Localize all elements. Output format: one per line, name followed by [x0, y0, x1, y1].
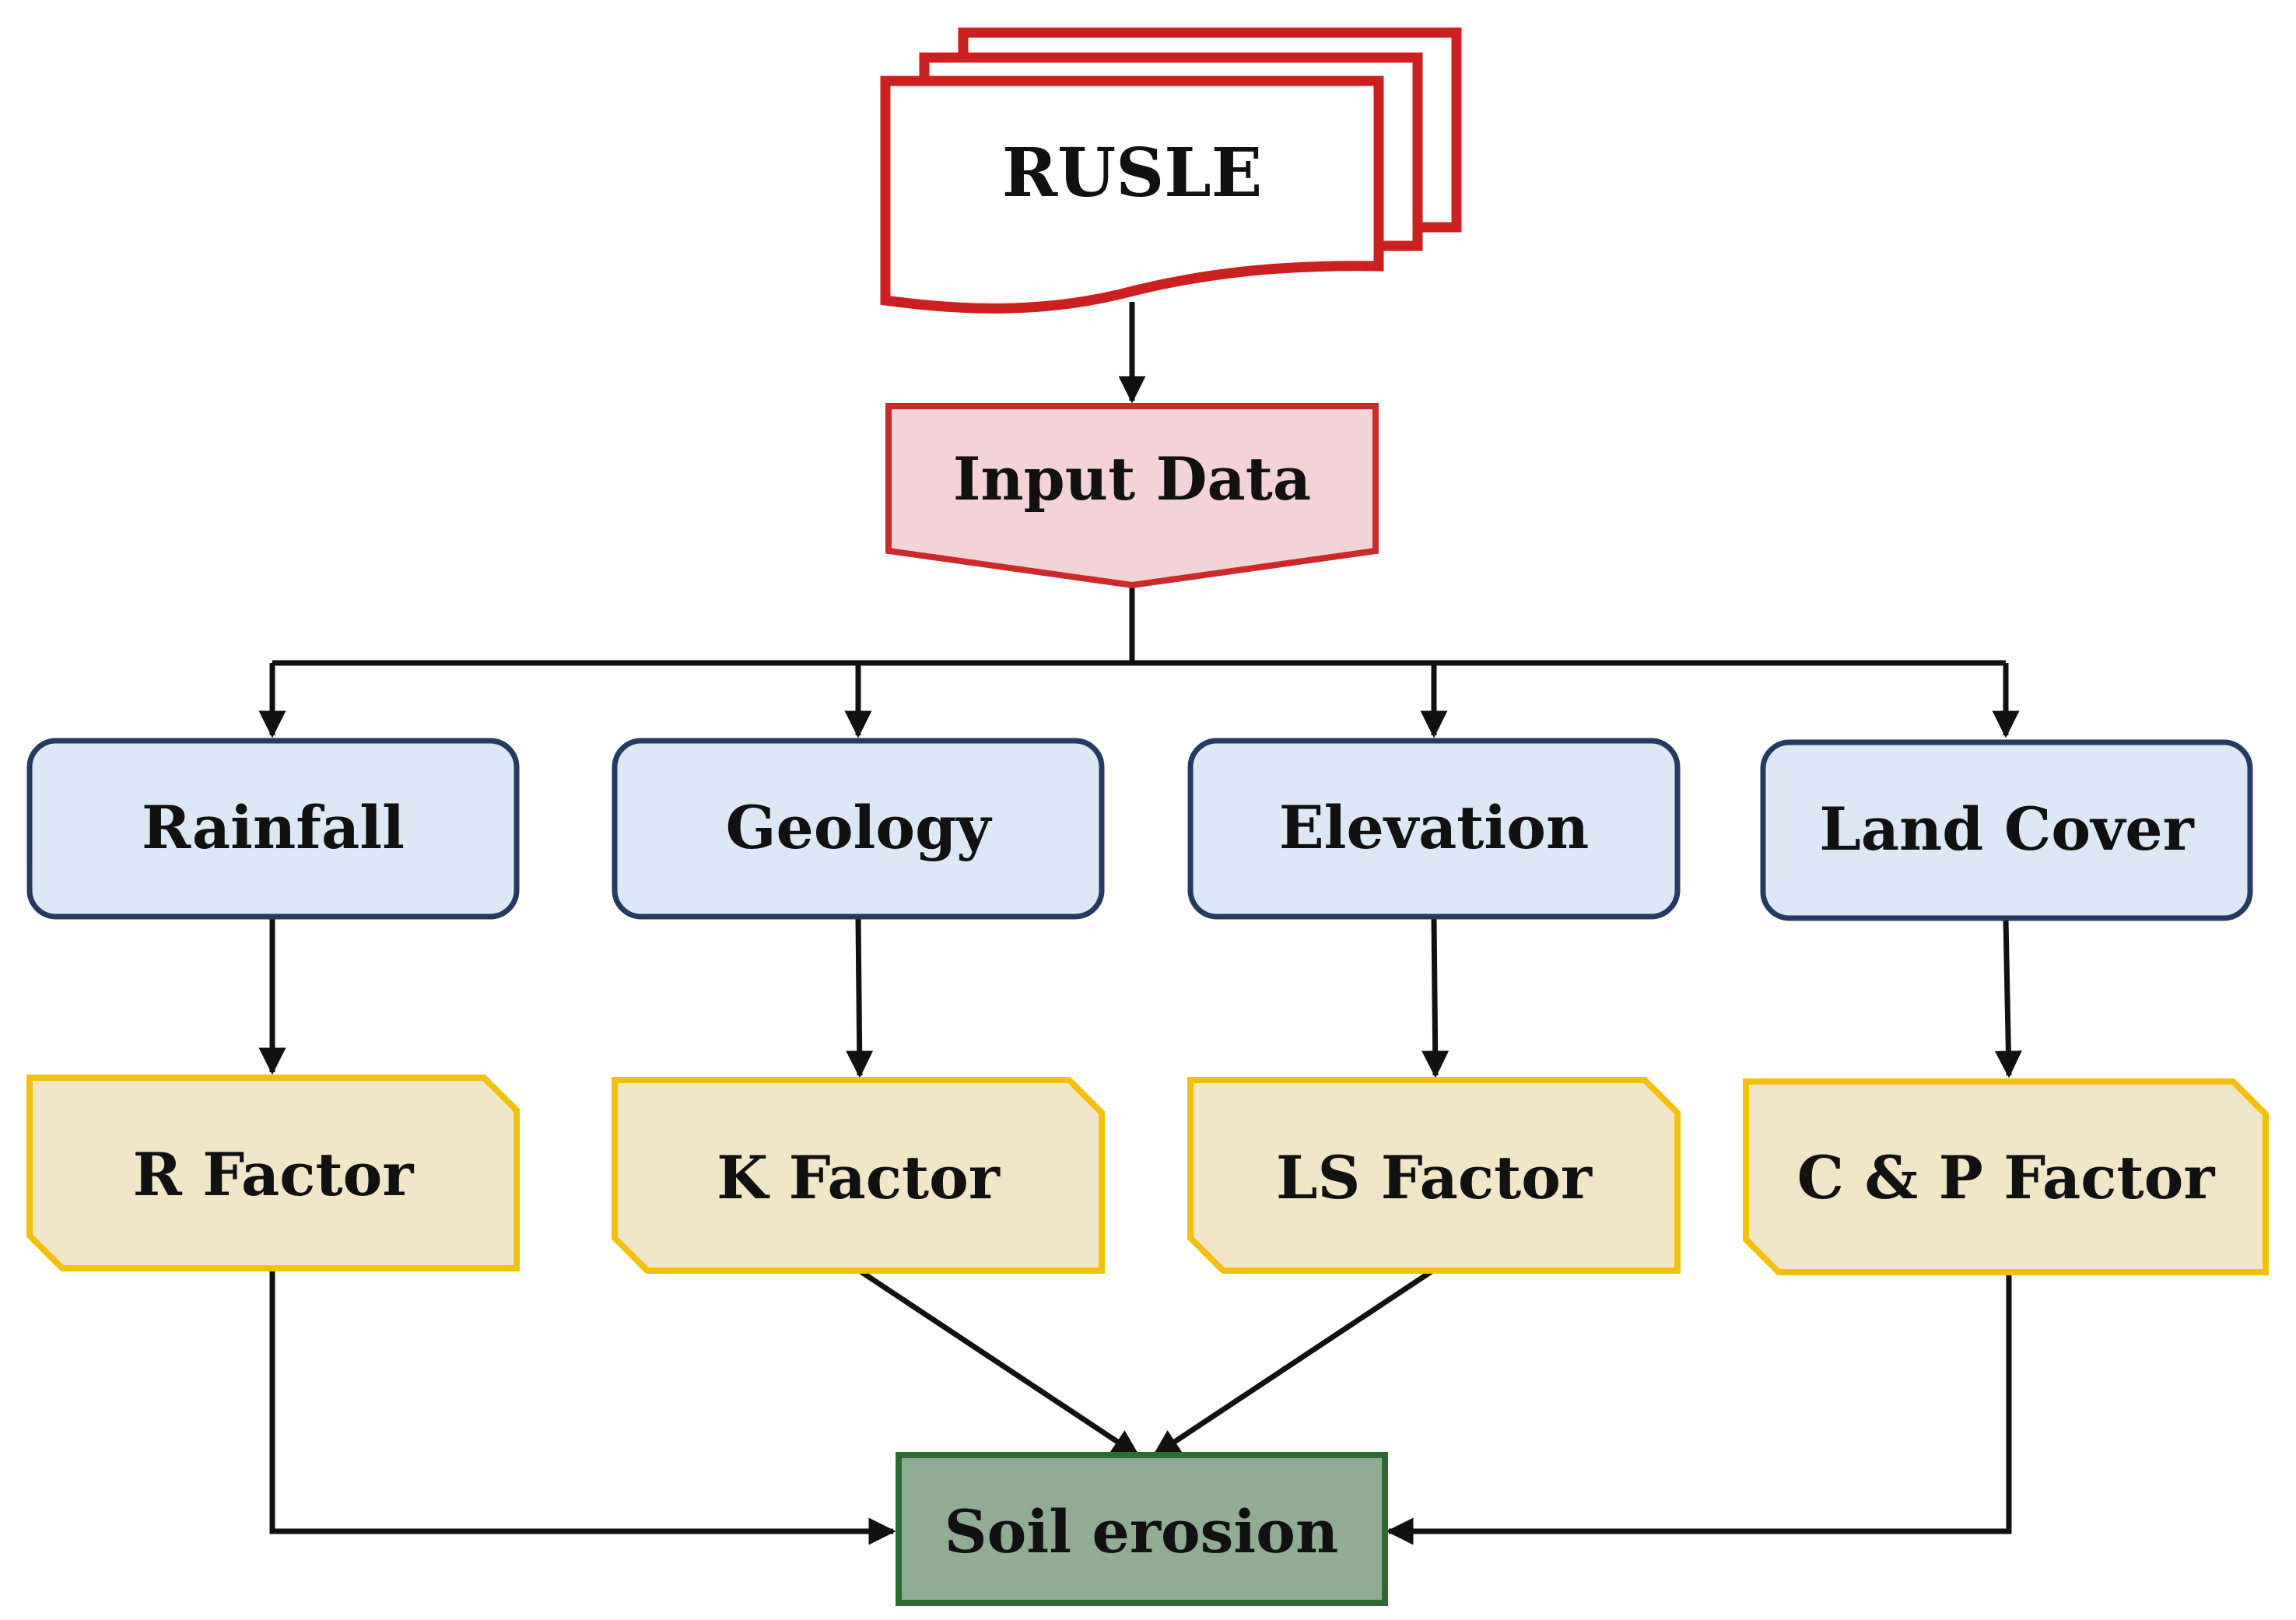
rusle-label: RUSLE — [1002, 134, 1263, 212]
edge-k-factor-to-soil-erosion — [857, 1268, 1140, 1457]
elevation-box — [1187, 738, 1681, 920]
ls-factor-node: LS Factor — [1187, 1077, 1681, 1274]
rusle-node: RUSLE — [880, 27, 1462, 314]
land-cover-node: Land Cover — [1760, 739, 2253, 921]
edge-cp-factor-to-soil-erosion — [1386, 1270, 2012, 1545]
r-factor-label: R Factor — [133, 1140, 415, 1209]
edge-geology-to-k-factor — [846, 917, 874, 1078]
ls-factor-label: LS Factor — [1276, 1143, 1593, 1212]
rusle-document-front — [880, 75, 1384, 314]
k-factor-node: K Factor — [612, 1077, 1105, 1274]
k-factor-box — [612, 1077, 1105, 1274]
input-data-node: Input Data — [885, 403, 1379, 589]
input-data-shape — [885, 403, 1379, 589]
cp-factor-node: C & P Factor — [1743, 1078, 2269, 1275]
geology-label: Geology — [726, 793, 993, 862]
soil-erosion-box — [896, 1452, 1388, 1606]
land-cover-label: Land Cover — [1819, 794, 2194, 864]
k-factor-label: K Factor — [717, 1143, 1001, 1212]
cp-factor-box — [1743, 1078, 2269, 1275]
edge-r-factor-to-soil-erosion — [269, 1268, 896, 1545]
ls-factor-box — [1187, 1077, 1681, 1274]
geology-node: Geology — [612, 738, 1105, 920]
land-cover-box — [1760, 739, 2253, 921]
r-factor-box — [26, 1075, 520, 1271]
input-data-label: Input Data — [953, 444, 1311, 514]
rainfall-label: Rainfall — [142, 793, 405, 862]
connectors — [258, 302, 2022, 1545]
rainfall-box — [26, 738, 520, 920]
edge-land-cover-to-cp-factor — [1994, 919, 2022, 1078]
soil-erosion-label: Soil erosion — [945, 1497, 1338, 1566]
elevation-label: Elevation — [1279, 793, 1589, 862]
soil-erosion-node: Soil erosion — [896, 1452, 1388, 1606]
geology-box — [612, 738, 1105, 920]
cp-factor-label: C & P Factor — [1797, 1143, 2216, 1212]
elevation-node: Elevation — [1187, 738, 1681, 920]
edge-elevation-to-ls-factor — [1421, 917, 1449, 1078]
r-factor-node: R Factor — [26, 1075, 520, 1271]
edge-ls-factor-to-soil-erosion — [1152, 1268, 1435, 1457]
rainfall-node: Rainfall — [26, 738, 520, 920]
